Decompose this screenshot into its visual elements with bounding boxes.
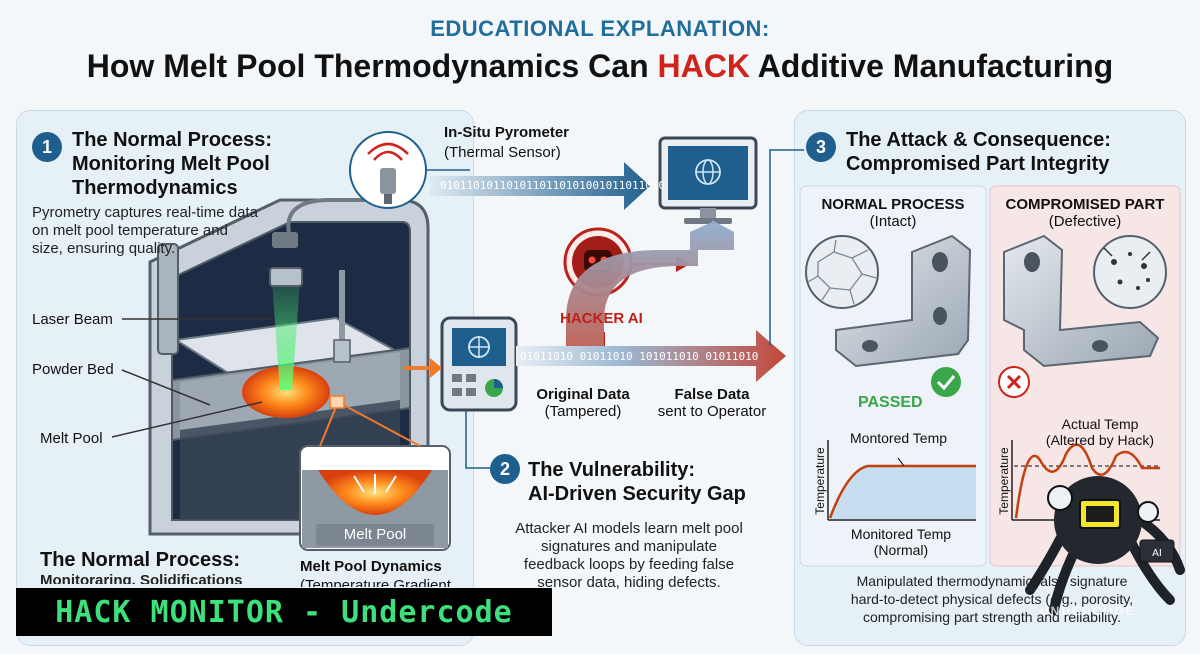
controller-icon [440, 316, 518, 412]
passed-badge: PASSED [858, 394, 923, 411]
section2-desc-line3: feedback loops by feeding false [523, 556, 735, 573]
normal-process-title: NORMAL PROCESS [821, 196, 965, 213]
chart1-top-label: Montored Temp [850, 430, 948, 446]
header-kicker: EDUCATIONAL EXPLANATION: [430, 16, 770, 41]
section3-description: Manipulated thermodynamic false signatur… [800, 572, 1184, 626]
hack-monitor-banner: HACK MONITOR - Undercode [16, 588, 552, 636]
melt-pool-label: Melt Pool [40, 430, 103, 447]
pyrometer-subtitle: (Thermal Sensor) [444, 144, 561, 161]
section2-title-line1: The Vulnerability: [528, 459, 696, 481]
section1-title-line1: The Normal Process: [72, 129, 273, 151]
melt-callout-line [111, 401, 263, 438]
chart2-top-line1: Actual Temp [1061, 416, 1139, 432]
false-data-line2: sent to Operator [657, 403, 767, 420]
section1-desc-line1: Pyrometry captures real-time data [32, 204, 258, 221]
section1-description: Pyrometry captures real-time data on mel… [32, 204, 272, 258]
original-data-line2: (Tampered) [544, 403, 622, 420]
section3-desc-line1: Manipulated thermodynamic false signatur… [856, 573, 1128, 589]
page-title: How Melt Pool Thermodynamics Can HACK Ad… [0, 48, 1200, 85]
compromised-part-sub: (Defective) [1048, 213, 1122, 230]
section2-title-line2: AI-Driven Security Gap [528, 483, 746, 505]
section1-title: The Normal Process: Monitoring Melt Pool… [72, 128, 272, 200]
undercode-logo-text: UNDERCODE [1040, 604, 1136, 618]
melt-pool-dynamics-sub: (Temperature Gradient [300, 577, 451, 587]
chart2-top-label: Actual Temp (Altered by Hack) [1030, 416, 1170, 448]
section3-title: The Attack & Consequence: Compromised Pa… [846, 128, 1111, 176]
chart1-bottom-line2: (Normal) [873, 542, 929, 558]
section3-badge: 3 [806, 132, 836, 162]
sensor-data-stream: 0101101011010110110101001011011010 [440, 179, 666, 192]
section3-title-line2: Compromised Part Integrity [846, 153, 1110, 175]
section1-badge: 1 [32, 132, 62, 162]
pyrometer-title: In-Situ Pyrometer [444, 124, 570, 141]
section2-description: Attacker AI models learn melt pool signa… [486, 520, 772, 592]
laser-beam-label: Laser Beam [32, 311, 113, 328]
title-post: Additive Manufacturing [749, 48, 1114, 84]
section3-title-line1: The Attack & Consequence: [846, 129, 1111, 151]
title-pre: How Melt Pool Thermodynamics Can [86, 48, 658, 84]
section1-title-line2: Monitoring Melt Pool [72, 153, 270, 175]
section2-desc-line2: signatures and manipulate [541, 538, 717, 555]
section2-badge: 2 [490, 454, 520, 484]
monitor-icon [658, 136, 758, 224]
defective-part-illustration [998, 234, 1167, 398]
section1-bottom-title: The Normal Process: Monitoraring, Solidi… [40, 548, 243, 584]
false-data-up-arrow [566, 220, 734, 356]
powder-callout-line [121, 369, 211, 406]
section2-desc-line4: sensor data, hiding defects. [537, 574, 721, 591]
section2-title: The Vulnerability: AI-Driven Security Ga… [528, 458, 746, 506]
chart1-bottom-label: Monitored Temp (Normal) [826, 526, 976, 558]
title-highlight: HACK [657, 48, 750, 84]
section1-desc-line2: on melt pool temperature and [32, 222, 228, 239]
false-data-line1: False Data [674, 386, 750, 403]
intact-part-illustration [805, 234, 972, 397]
svg-text:AI: AI [1152, 548, 1162, 559]
hacker-ai-label: HACKER AI [560, 310, 643, 327]
normal-process-heading: NORMAL PROCESS (Intact) [800, 196, 986, 230]
section2-desc-line1: Attacker AI models learn melt pool [515, 520, 743, 537]
false-data-label: False Data sent to Operator [648, 386, 776, 420]
original-data-line1: Original Data [536, 386, 630, 403]
section3-desc-line3: compromising part strength and reliabili… [862, 609, 1122, 625]
chart1-bottom-line1: Monitored Temp [850, 526, 952, 542]
section1-title-line3: Thermodynamics [72, 177, 238, 199]
chart2-top-line2: (Altered by Hack) [1045, 432, 1155, 448]
section3-desc-line2: hard-to-detect physical defects (e.g., p… [850, 591, 1134, 607]
melt-pool-dynamics-title: Melt Pool Dynamics [300, 558, 442, 575]
undercode-mascot-logo: AI [1025, 476, 1185, 615]
original-data-label: Original Data (Tampered) [526, 386, 640, 420]
section1-bottom-line2: Monitoraring, Solidifications [40, 572, 243, 584]
tampered-data-stream: 01011010 01011010 101011010 01011010 [520, 350, 759, 363]
sensor-data-arrow [430, 162, 650, 210]
normal-process-sub: (Intact) [869, 213, 917, 230]
compromised-part-title: COMPROMISED PART [1005, 196, 1165, 213]
section1-bottom-line1: The Normal Process: [40, 549, 241, 571]
inset-melt-pool-label: Melt Pool [343, 526, 407, 543]
section1-desc-line3: size, ensuring quality. [32, 240, 176, 257]
chart1-y-axis-label: Temperature [813, 447, 827, 515]
chart2-y-axis-label: Temperature [997, 447, 1011, 515]
normal-temp-chart [827, 440, 976, 521]
compromised-part-heading: COMPROMISED PART (Defective) [990, 196, 1180, 230]
powder-bed-label: Powder Bed [32, 361, 114, 378]
melt-pool-inset [299, 445, 451, 551]
tampered-data-arrow [516, 330, 786, 382]
